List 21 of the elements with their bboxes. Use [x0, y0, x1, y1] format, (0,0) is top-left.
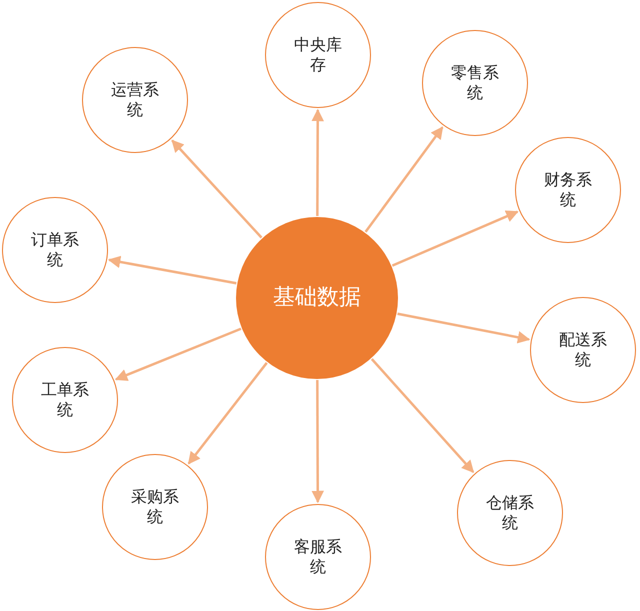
node-label: 仓储系统 [485, 493, 535, 533]
node-label: 配送系统 [558, 330, 608, 370]
node-label: 订单系统 [30, 230, 80, 270]
arrow [392, 210, 519, 267]
arrow [364, 126, 444, 233]
node-label: 工单系统 [40, 380, 90, 420]
node-label: 运营系统 [110, 80, 160, 120]
node-label: 客服系统 [293, 537, 343, 577]
center-label: 基础数据 [272, 284, 362, 312]
arrow [312, 380, 324, 504]
node-label: 财务系统 [543, 170, 593, 210]
arrow [114, 328, 242, 381]
node-label: 零售系统 [450, 63, 500, 103]
arrow [311, 108, 324, 216]
arrow [370, 358, 474, 473]
arrow [171, 140, 262, 238]
node-label: 采购系统 [130, 487, 180, 527]
node-label: 中央库存 [293, 35, 343, 75]
arrow [108, 256, 237, 284]
arrow [397, 312, 530, 344]
arrow [188, 362, 268, 465]
